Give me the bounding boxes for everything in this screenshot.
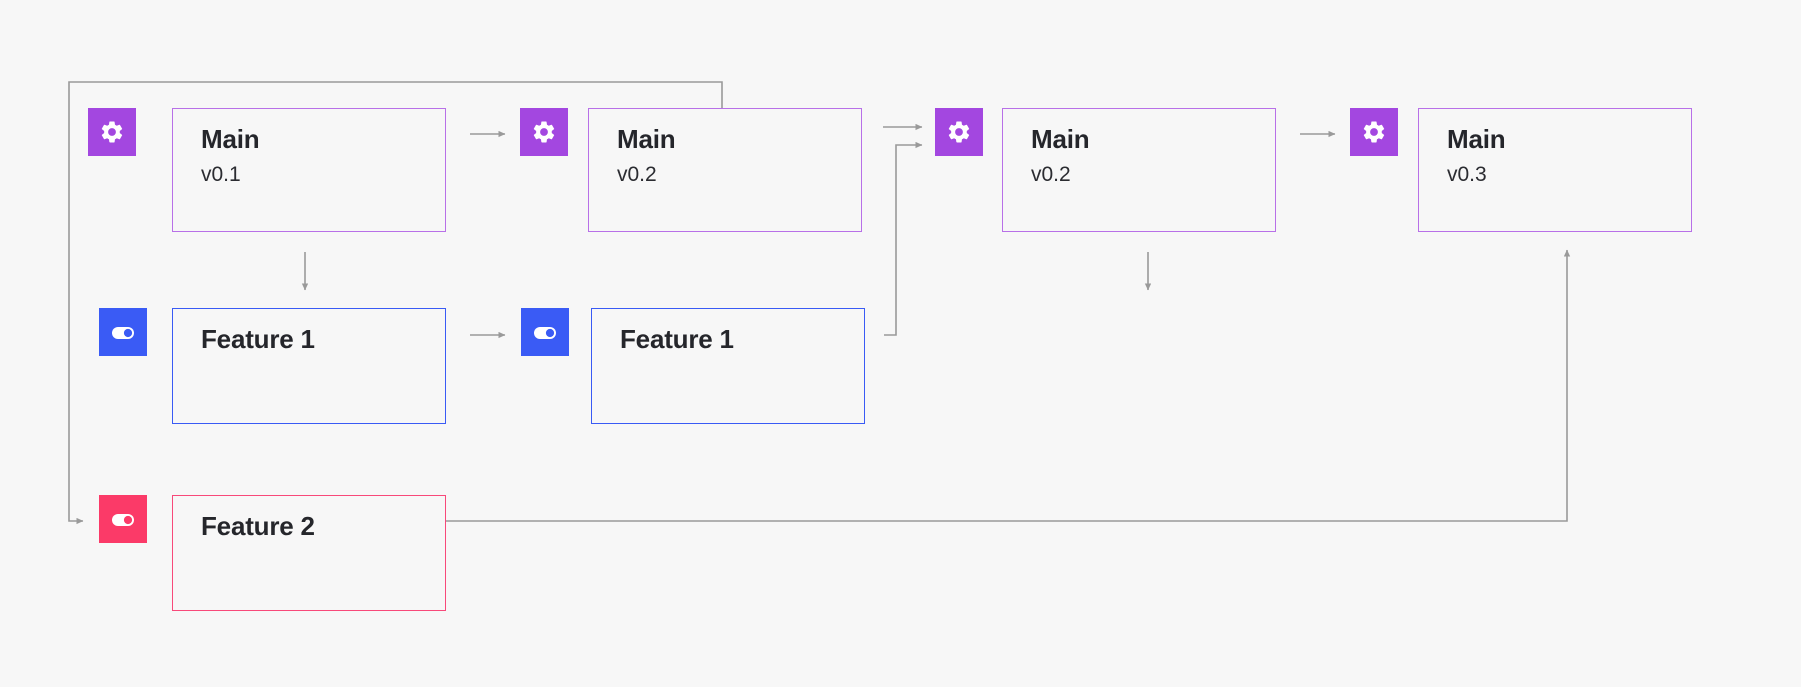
gear-icon-badge-main-v02-a[interactable] [520,108,568,156]
gear-icon-badge-main-v02-b[interactable] [935,108,983,156]
card-title: Main [1031,124,1090,154]
card-main-v03[interactable]: Main v0.3 [1418,108,1692,232]
card-main-v01[interactable]: Main v0.1 [172,108,446,232]
card-title: Main [201,124,260,154]
card-main-v02-b[interactable]: Main v0.2 [1002,108,1276,232]
gear-icon [948,121,970,143]
card-version: v0.3 [1447,163,1487,187]
toggle-icon [112,327,134,339]
card-title: Feature 1 [201,324,315,354]
gear-icon-badge-main-v01[interactable] [88,108,136,156]
card-title: Feature 2 [201,511,315,541]
card-title: Main [617,124,676,154]
toggle-icon-badge-feature1-a[interactable] [99,308,147,356]
gear-icon-badge-main-v03[interactable] [1350,108,1398,156]
card-version: v0.2 [617,163,657,187]
card-feature1-b[interactable]: Feature 1 [591,308,865,424]
card-feature1-a[interactable]: Feature 1 [172,308,446,424]
toggle-icon-badge-feature1-b[interactable] [521,308,569,356]
card-version: v0.1 [201,163,241,187]
card-feature2[interactable]: Feature 2 [172,495,446,611]
gear-icon [1363,121,1385,143]
gear-icon [533,121,555,143]
card-title: Feature 1 [620,324,734,354]
card-version: v0.2 [1031,163,1071,187]
card-title: Main [1447,124,1506,154]
toggle-icon [534,327,556,339]
gear-icon [101,121,123,143]
toggle-icon [112,514,134,526]
card-main-v02-a[interactable]: Main v0.2 [588,108,862,232]
toggle-icon-badge-feature2[interactable] [99,495,147,543]
